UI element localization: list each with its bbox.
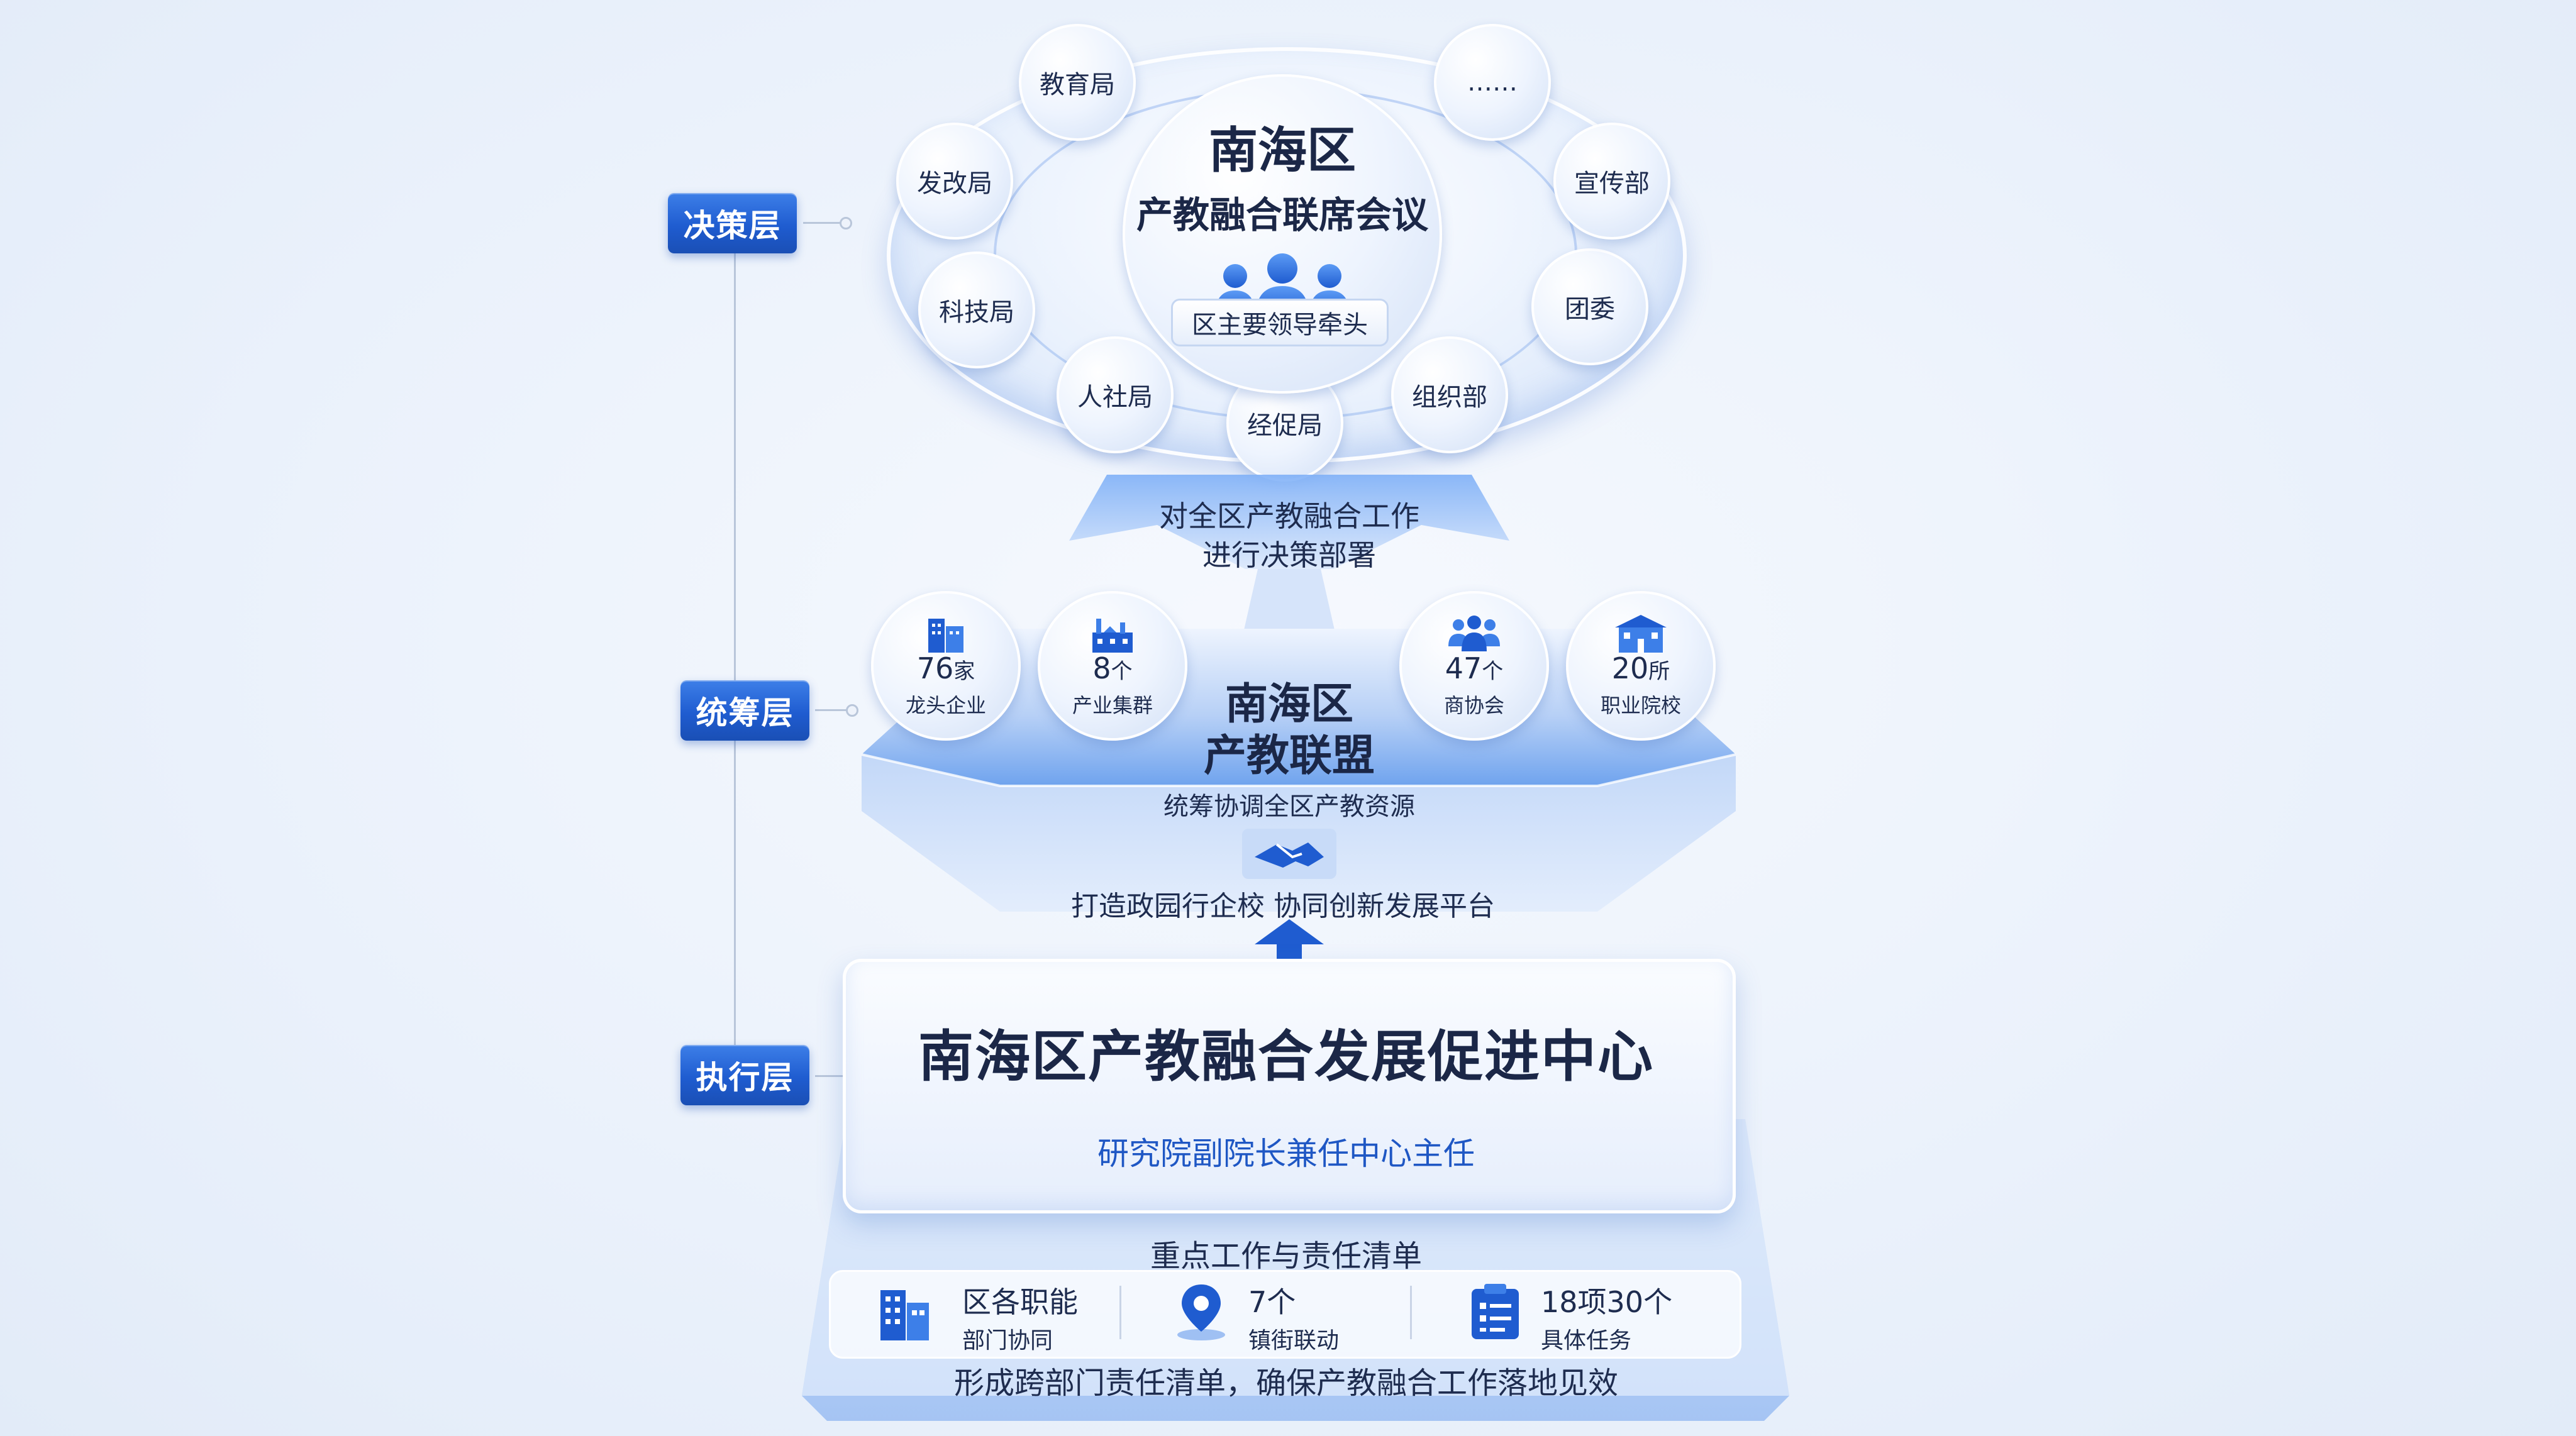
worklist-title: 重点工作与责任清单 [1150, 1239, 1422, 1274]
dept-bubble-youth-league: 团委 [1531, 248, 1648, 365]
resource-unit: 所 [1648, 658, 1670, 684]
worklist-item-sub: 部门协同 [962, 1328, 1053, 1354]
promotion-center-box [843, 959, 1736, 1213]
worklist-footer: 形成跨部门责任清单，确保产教融合工作落地见效 [953, 1366, 1618, 1401]
decision-arrow-down [1069, 475, 1509, 569]
dept-bubble-education: 教育局 [1019, 24, 1136, 141]
worklist-separator [1410, 1286, 1412, 1339]
clipboard-list-icon [1472, 1284, 1519, 1339]
meeting-title-line2: 产教融合联席会议 [1136, 194, 1428, 236]
factory-icon [1092, 618, 1133, 653]
execution-arrow-up [1255, 919, 1324, 963]
resource-unit: 家 [953, 658, 975, 684]
location-pin-icon [1177, 1284, 1225, 1340]
handshake-icon [1242, 829, 1336, 879]
worklist-item-tasks: 18项30个 具体任务 [1541, 1279, 1672, 1355]
office-building-icon [880, 1290, 929, 1340]
connector-dot [840, 217, 852, 229]
resource-num: 47 [1445, 651, 1482, 685]
worklist-item-main: 18项30个 [1541, 1285, 1673, 1319]
resource-label: 龙头企业 [905, 693, 986, 717]
alliance-subtitle: 统筹协调全区产教资源 [1163, 792, 1415, 821]
alliance-title-line2: 产教联盟 [1203, 731, 1375, 781]
resource-label: 产业集群 [1072, 693, 1153, 717]
resource-count: 47个 [1445, 653, 1504, 687]
alliance-title-line1: 南海区 [1224, 680, 1353, 729]
resource-num: 76 [916, 651, 954, 685]
resource-unit: 个 [1482, 658, 1504, 684]
connector-coordination [815, 709, 853, 711]
layer-label-decision: 决策层 [668, 193, 797, 253]
layer-connector-line [734, 251, 736, 1075]
dept-bubble-technology: 科技局 [918, 251, 1035, 368]
resource-label: 商协会 [1443, 693, 1504, 717]
alliance-title: 南海区 产教联盟 [1069, 679, 1509, 782]
connector-execution [815, 1075, 847, 1077]
arrow-stem [1242, 569, 1336, 638]
layer-label-coordination: 统筹层 [680, 680, 809, 741]
resource-num: 8 [1092, 651, 1111, 685]
layer-label-execution: 执行层 [680, 1045, 809, 1105]
promotion-center-subtitle: 研究院副院长兼任中心主任 [1097, 1135, 1475, 1172]
dept-bubble-organization: 组织部 [1391, 336, 1508, 453]
deploy-line2: 进行决策部署 [1202, 538, 1376, 572]
resource-unit: 个 [1111, 658, 1133, 684]
dept-bubble-publicity: 宣传部 [1553, 123, 1670, 240]
school-icon [1615, 614, 1667, 653]
platform-text: 打造政园行企校 协同创新发展平台 [1071, 890, 1495, 922]
decision-deploy-text: 对全区产教融合工作 进行决策部署 [1069, 497, 1509, 575]
deploy-line1: 对全区产教融合工作 [1159, 499, 1419, 533]
worklist-item-sub: 镇街联动 [1248, 1328, 1340, 1354]
worklist-item-main: 区各职能 [962, 1285, 1078, 1319]
meeting-title-line1: 南海区 [1208, 123, 1356, 179]
resource-num: 20 [1611, 651, 1649, 685]
worklist-item-departments: 区各职能 部门协同 [962, 1279, 1078, 1355]
resource-bubble-associations: 47个 商协会 [1399, 591, 1549, 741]
resource-label: 职业院校 [1600, 693, 1681, 717]
resource-count: 20所 [1612, 653, 1670, 687]
worklist-item-sub: 具体任务 [1541, 1328, 1632, 1354]
connector-decision [803, 222, 847, 224]
worklist-item-main: 7个 [1248, 1285, 1296, 1319]
dept-bubble-more: …… [1434, 24, 1551, 141]
lead-tag: 区主要领导牵头 [1171, 299, 1389, 346]
resource-count: 76家 [917, 653, 975, 687]
resource-bubble-clusters: 8个 产业集群 [1038, 591, 1187, 741]
people-icon [1448, 615, 1500, 651]
worklist-item-streets: 7个 镇街联动 [1248, 1279, 1339, 1355]
building-icon [928, 618, 963, 653]
promotion-center-title: 南海区产教融合发展促进中心 [918, 1024, 1654, 1089]
worklist-separator [1119, 1286, 1121, 1339]
connector-dot [846, 704, 858, 717]
worklist-bar [829, 1270, 1741, 1359]
dept-bubble-development: 发改局 [896, 123, 1013, 240]
resource-bubble-colleges: 20所 职业院校 [1566, 591, 1716, 741]
resource-count: 8个 [1092, 653, 1132, 687]
dept-bubble-hr: 人社局 [1057, 336, 1174, 453]
resource-bubble-enterprises: 76家 龙头企业 [871, 591, 1021, 741]
